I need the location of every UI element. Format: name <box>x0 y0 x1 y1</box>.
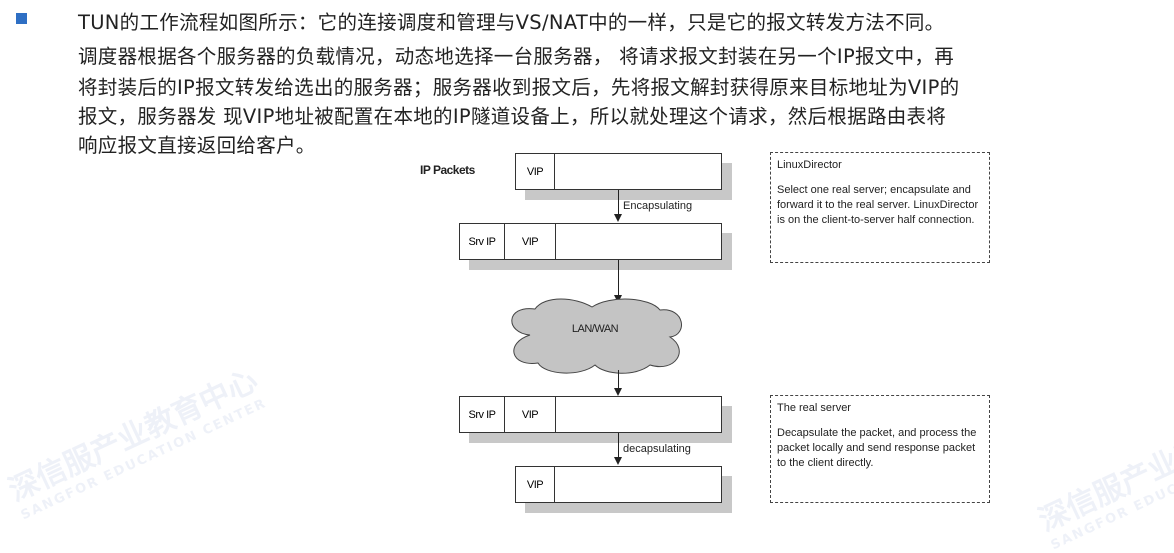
bullet-icon <box>16 13 27 24</box>
note-body: Select one real server; encapsulate and … <box>777 184 979 226</box>
encapsulating-label: Encapsulating <box>623 200 693 212</box>
paragraph-line: 调度器根据各个服务器的负载情况，动态地选择一台服务器， 将请求报文封装在另一个I… <box>78 45 955 68</box>
arrow-down-icon <box>614 457 622 465</box>
packet-received: Srv IP VIP <box>459 396 722 433</box>
arrow-down-icon <box>614 388 622 396</box>
note-title: LinuxDirector <box>777 159 842 171</box>
paragraph-line: 将封装后的IP报文转发给选出的服务器；服务器收到报文后，先将报文解封获得原来目标… <box>78 76 960 99</box>
packet-decapsulated: VIP <box>515 466 722 503</box>
vip-field: VIP <box>505 224 556 259</box>
server-note: The real server Decapsulate the packet, … <box>770 395 990 503</box>
diagram-title: IP Packets <box>420 163 475 177</box>
vip-field: VIP <box>516 467 555 502</box>
srv-ip-field: Srv IP <box>460 224 505 259</box>
packet-encapsulated: Srv IP VIP <box>459 223 722 260</box>
note-title: The real server <box>777 402 851 414</box>
note-body: Decapsulate the packet, and process the … <box>777 427 977 469</box>
decapsulating-label: decapsulating <box>623 443 691 455</box>
arrow-down-icon <box>614 214 622 222</box>
vip-field: VIP <box>516 154 555 189</box>
vip-field: VIP <box>505 397 556 432</box>
paragraph-line: 响应报文直接返回给客户。 <box>78 134 316 157</box>
packet-original: VIP <box>515 153 722 190</box>
director-note: LinuxDirector Select one real server; en… <box>770 152 990 263</box>
cloud-label: LAN/WAN <box>571 323 619 335</box>
cloud-icon <box>511 298 682 374</box>
srv-ip-field: Srv IP <box>460 397 505 432</box>
paragraph-line: 报文，服务器发 现VIP地址被配置在本地的IP隧道设备上，所以就处理这个请求，然… <box>78 105 947 128</box>
paragraph-line: TUN的工作流程如图所示：它的连接调度和管理与VS/NAT中的一样，只是它的报文… <box>78 11 945 34</box>
